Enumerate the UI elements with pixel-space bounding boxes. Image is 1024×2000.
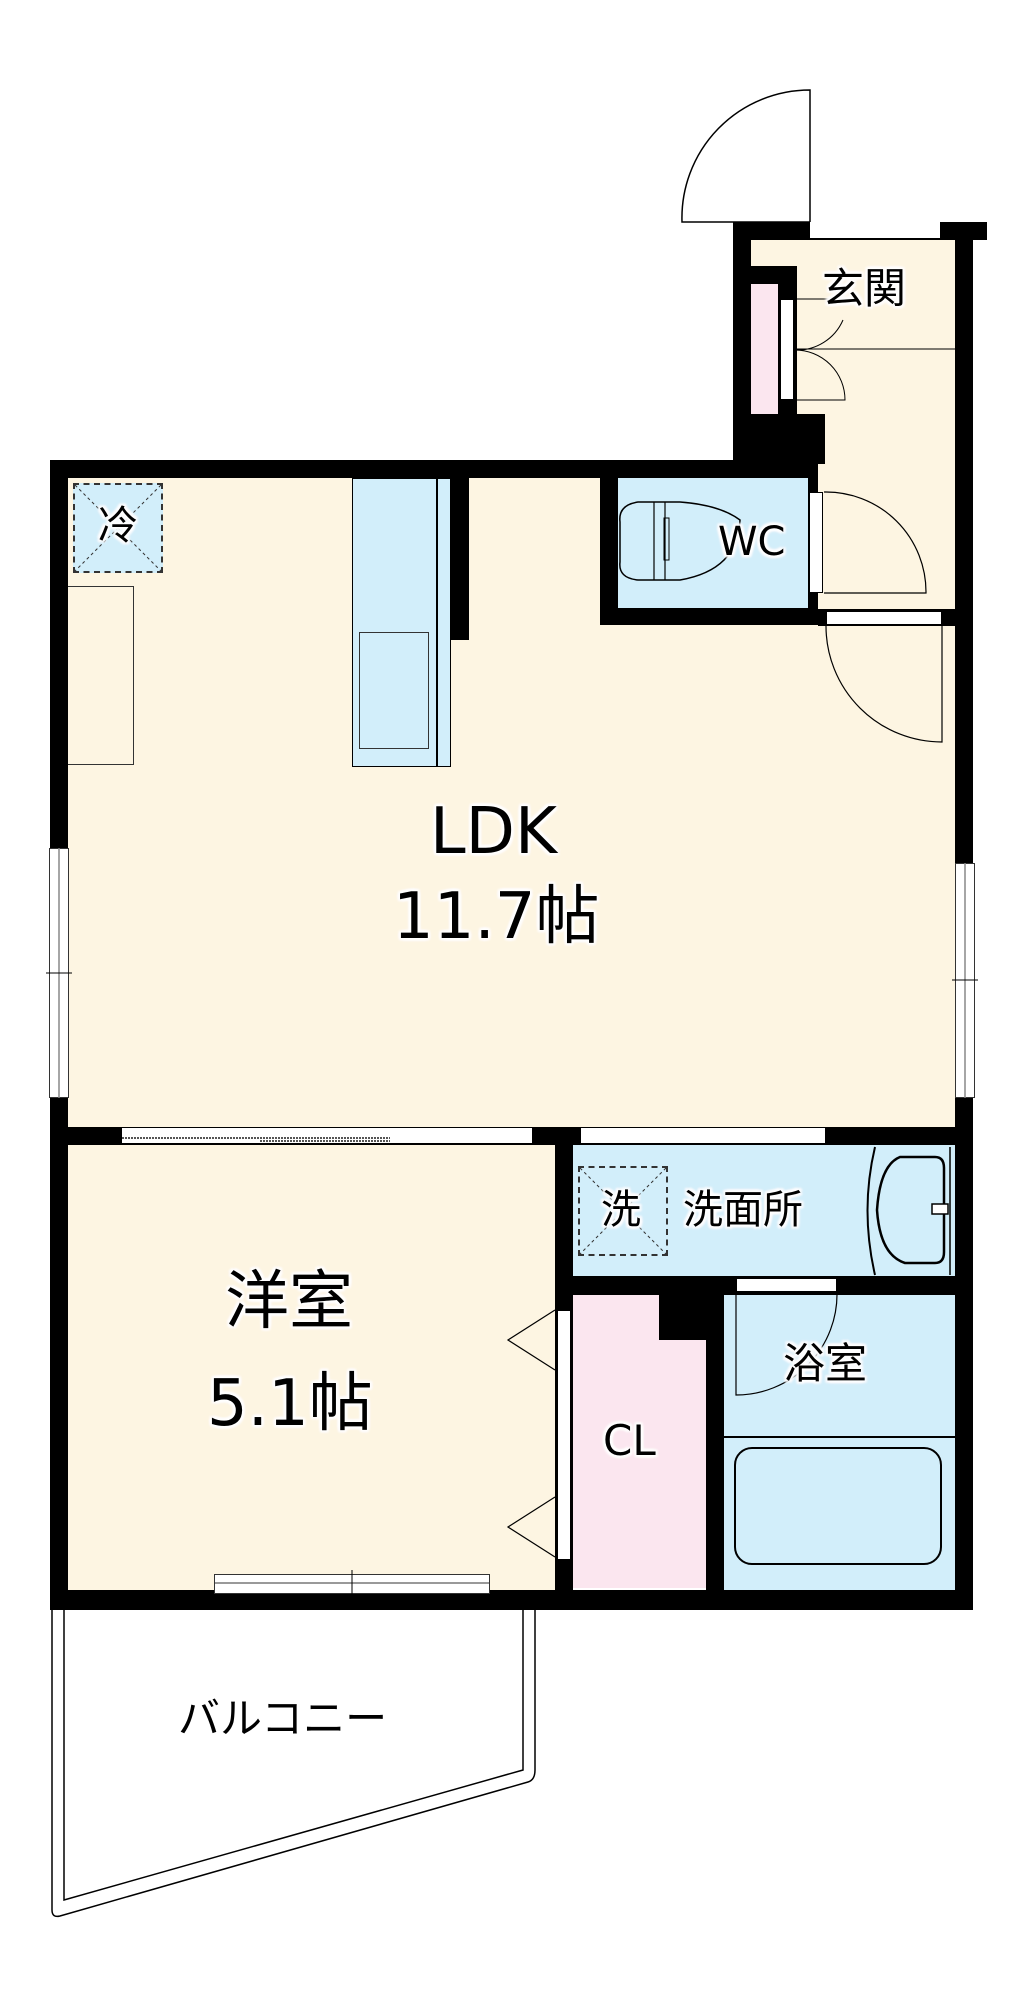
bath-left-wall xyxy=(706,1295,724,1590)
shoe-cabinet-door[interactable] xyxy=(780,299,794,400)
entrance-partition-block xyxy=(733,414,825,464)
entrance-wall-left xyxy=(733,222,751,462)
closet-floor xyxy=(573,1295,706,1588)
bath-divider xyxy=(724,1436,955,1438)
wc-label: WC xyxy=(718,519,786,565)
closet-corner-block xyxy=(659,1295,706,1340)
washroom-label: 洗面所 xyxy=(683,1187,803,1233)
ldk-size: 11.7帖 xyxy=(393,880,600,954)
ldk-label: LDK xyxy=(430,795,557,869)
wall-bottom xyxy=(50,1590,973,1610)
wc-floor xyxy=(618,478,808,608)
cupboard xyxy=(68,586,134,765)
refrigerator-label: 冷 xyxy=(98,503,138,549)
kitchen-counter xyxy=(352,478,451,767)
western-room-sliding-door[interactable] xyxy=(121,1127,533,1144)
front-door[interactable] xyxy=(810,222,940,238)
bathroom-label: 浴室 xyxy=(783,1339,868,1388)
balcony-label: バルコニー xyxy=(178,1694,388,1743)
washroom-sliding-door[interactable] xyxy=(580,1127,826,1144)
entrance-wall-right xyxy=(955,222,973,622)
kitchen-partition-wall xyxy=(451,460,469,640)
closet-label: CL xyxy=(603,1416,656,1465)
bathroom-door[interactable] xyxy=(736,1278,837,1292)
western-room-floor xyxy=(68,1145,555,1590)
kitchen-sink xyxy=(359,632,429,749)
closet-door[interactable] xyxy=(557,1310,571,1560)
washing-machine-label: 洗 xyxy=(601,1187,641,1233)
bathtub xyxy=(734,1447,942,1565)
shoe-cabinet xyxy=(751,284,778,414)
kitchen-counter-edge xyxy=(436,478,438,767)
bathroom-floor xyxy=(724,1295,955,1590)
western-room-size: 5.1帖 xyxy=(207,1367,373,1441)
wc-door[interactable] xyxy=(809,492,823,593)
ldk-wall-top xyxy=(50,460,615,478)
western-room-label: 洋室 xyxy=(225,1265,353,1339)
entrance-label: 玄関 xyxy=(822,264,907,313)
ldk-entry-door[interactable] xyxy=(826,611,942,625)
